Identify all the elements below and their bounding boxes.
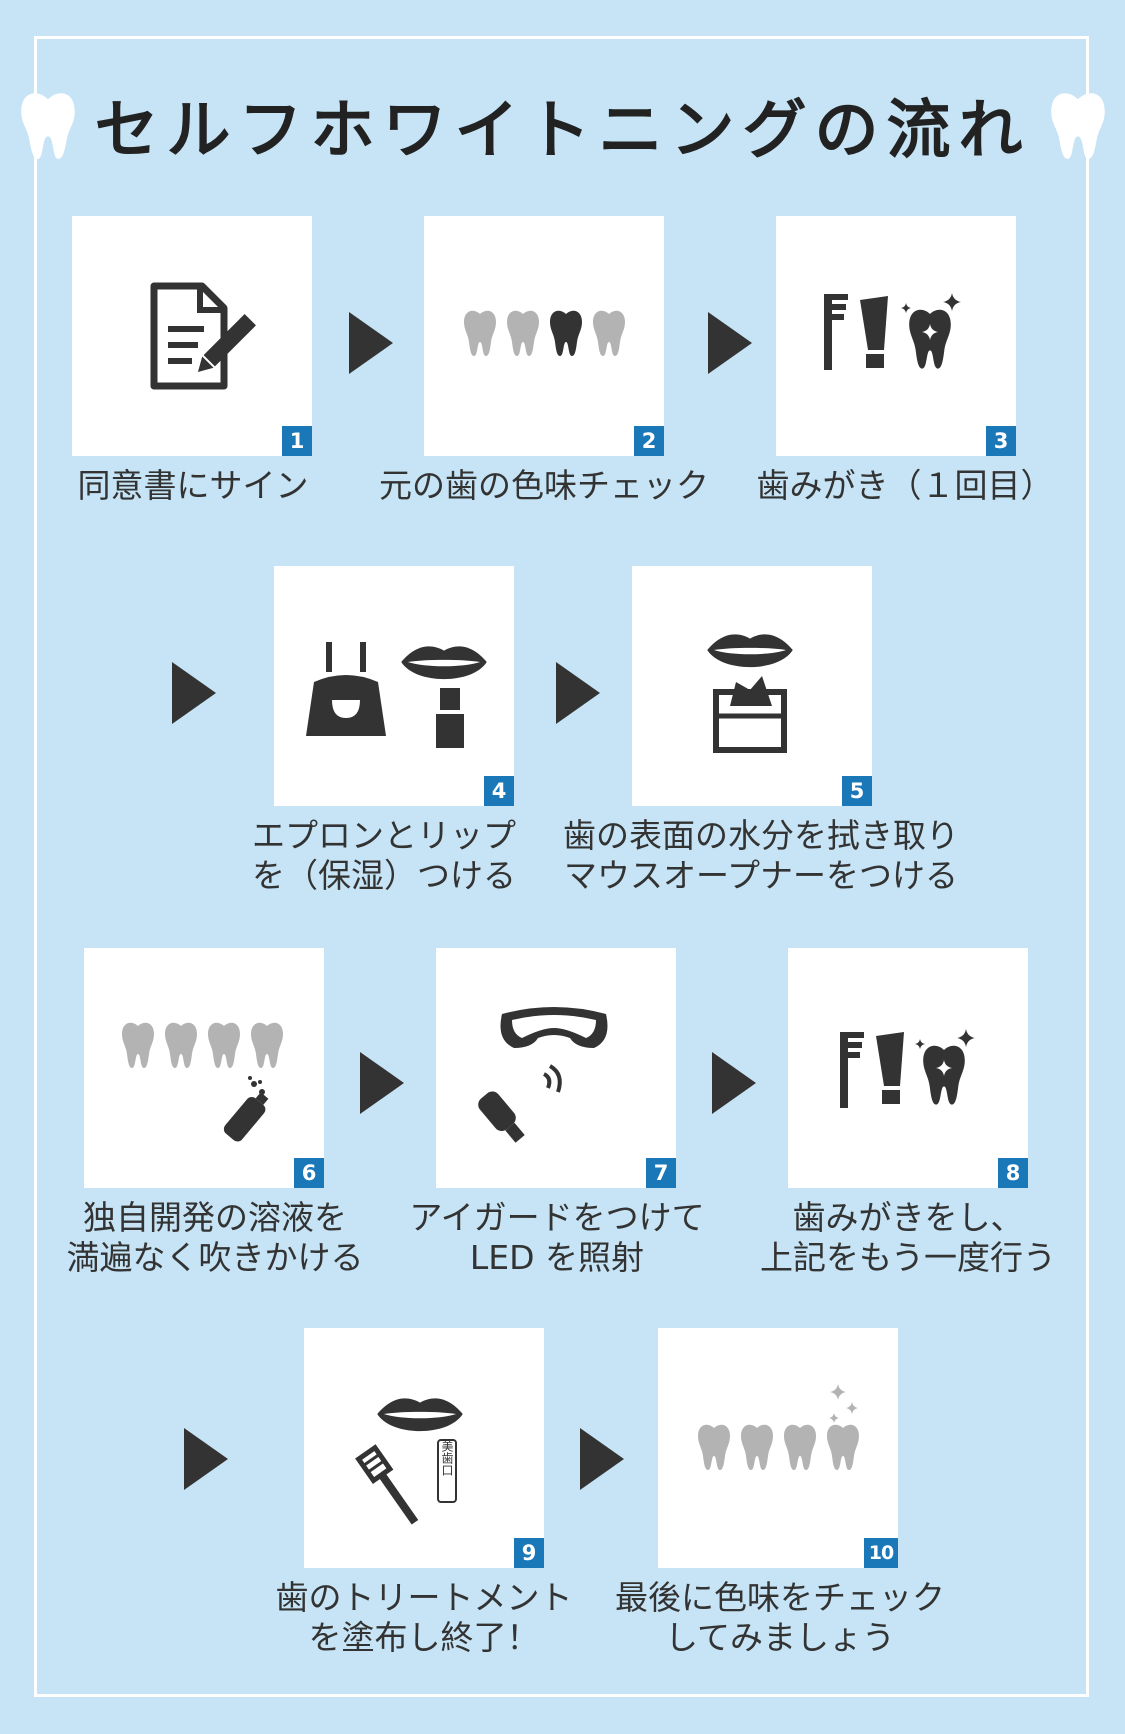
teeth-spray-icon	[122, 1022, 283, 1142]
step-1-caption: 同意書にサイン	[77, 466, 309, 505]
step-number-badge: 10	[864, 1538, 898, 1568]
document-pen-icon	[150, 282, 256, 390]
next-arrow-icon	[556, 662, 600, 724]
tooth-icon	[20, 93, 75, 159]
step-2-caption: 元の歯の色味チェック	[379, 466, 709, 505]
goggles-led-light-icon	[478, 1007, 608, 1143]
step-3-card: 3	[776, 216, 1016, 456]
step-3-caption: 歯みがき（１回目）	[756, 466, 1054, 505]
page-frame	[34, 36, 1089, 1697]
lips-tissue-box-icon	[707, 634, 793, 753]
treatment-tube-label: 美歯口	[440, 1440, 454, 1476]
apron-lipstick-icon	[306, 642, 487, 748]
step-number-badge: 4	[484, 776, 514, 806]
next-arrow-icon	[360, 1052, 404, 1114]
step-number-badge: 5	[842, 776, 872, 806]
step-7-caption: アイガードをつけて LED を照射	[409, 1198, 705, 1277]
step-10-card: 10	[658, 1328, 898, 1568]
toothbrush-paste-tooth-icon	[824, 293, 961, 370]
page-title: セルフホワイトニングの流れ	[94, 94, 1031, 168]
white-teeth-sparkle-icon	[698, 1384, 859, 1470]
next-arrow-icon	[184, 1428, 228, 1490]
step-8-caption: 歯みがきをし、 上記をもう一度行う	[759, 1198, 1056, 1277]
next-arrow-icon	[712, 1052, 756, 1114]
lips-toothbrush-treatment-icon: 美歯口	[355, 1398, 463, 1525]
next-arrow-icon	[172, 662, 216, 724]
step-6-card: 6	[84, 948, 324, 1188]
step-4-card: 4	[274, 566, 514, 806]
tooth-icon	[1050, 93, 1105, 159]
step-6-caption: 独自開発の溶液を 満遍なく吹きかける	[66, 1198, 364, 1277]
step-number-badge: 9	[514, 1538, 544, 1568]
step-number-badge: 2	[634, 426, 664, 456]
step-number-badge: 1	[282, 426, 312, 456]
next-arrow-icon	[708, 312, 752, 374]
step-1-card: 1	[72, 216, 312, 456]
step-5-card: 5	[632, 566, 872, 806]
step-number-badge: 7	[646, 1158, 676, 1188]
step-number-badge: 6	[294, 1158, 324, 1188]
toothbrush-paste-tooth-icon	[840, 1029, 975, 1108]
tooth-shade-check-icon	[464, 310, 625, 356]
step-5-caption: 歯の表面の水分を拭き取り マウスオープナーをつける	[563, 816, 959, 895]
step-2-card: 2	[424, 216, 664, 456]
step-9-caption: 歯のトリートメント を塗布し終了！	[275, 1578, 573, 1657]
step-9-card: 美歯口 9	[304, 1328, 544, 1568]
page-header: セルフホワイトニングの流れ	[0, 80, 1125, 170]
step-7-card: 7	[436, 948, 676, 1188]
step-8-card: 8	[788, 948, 1028, 1188]
next-arrow-icon	[349, 312, 393, 374]
next-arrow-icon	[580, 1428, 624, 1490]
step-number-badge: 3	[986, 426, 1016, 456]
step-number-badge: 8	[998, 1158, 1028, 1188]
step-10-caption: 最後に色味をチェック してみましょう	[615, 1578, 945, 1657]
step-4-caption: エプロンとリップ を（保湿）つける	[252, 816, 516, 895]
